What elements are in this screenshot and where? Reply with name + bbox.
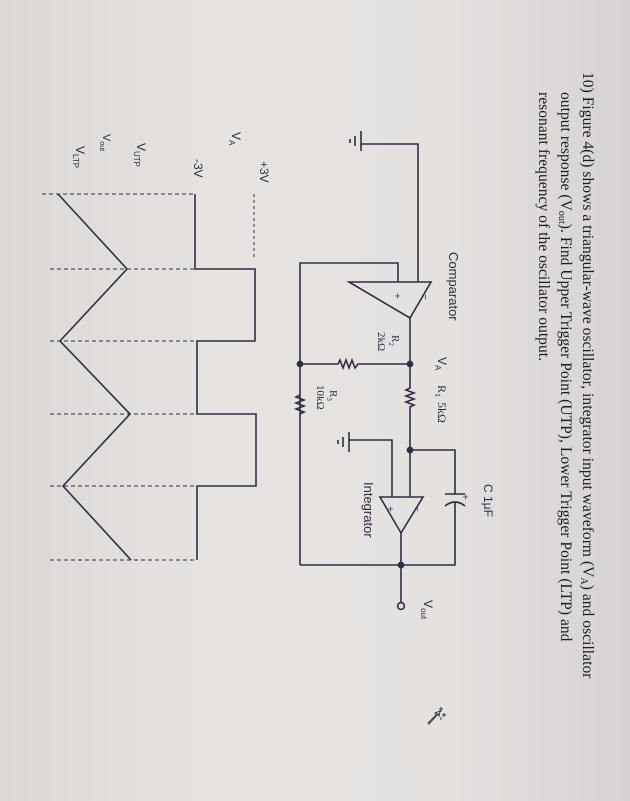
va-node-label: VA <box>433 357 449 371</box>
r2-value: 2kΩ <box>375 332 387 351</box>
r3-label: R3 <box>325 390 339 401</box>
r1-label: R15kΩ <box>433 385 449 423</box>
node-output <box>397 561 405 569</box>
comparator-plus: + <box>391 293 402 299</box>
integrator-minus: − <box>411 506 422 512</box>
resistor-r3 <box>293 394 307 415</box>
node-left <box>296 360 304 368</box>
integrator-label: Integrator <box>361 482 376 538</box>
integrator-opamp <box>378 496 425 603</box>
neg-level-label: -3V <box>191 159 205 178</box>
vout-terminal <box>396 601 406 611</box>
capacitor-label: C 1μF <box>481 484 495 517</box>
va-wave-label: VA <box>227 132 243 146</box>
comparator-label: Comparator <box>446 252 461 321</box>
r2-label: R2 <box>387 335 401 346</box>
resistor-r2 <box>300 357 410 371</box>
move-cursor-icon <box>427 707 446 725</box>
capacitor-plus: + <box>459 494 470 500</box>
vout-wave-label: Vout <box>98 134 112 151</box>
ground-icon-integrator <box>337 432 393 497</box>
comparator-minus: − <box>419 294 430 300</box>
capacitor-c <box>300 493 466 566</box>
ltp-label: VLTP <box>71 146 87 168</box>
va-square-wave <box>42 193 257 561</box>
r3-value: 10kΩ <box>314 385 326 410</box>
vout-terminal-label: Vout <box>419 600 435 620</box>
resistor-r1 <box>403 372 417 450</box>
vout-triangle-wave <box>57 193 132 561</box>
ground-icon-comparator <box>349 131 419 282</box>
pos-level-label: +3V <box>257 161 271 183</box>
integrator-plus: + <box>384 506 395 512</box>
utp-label: VUTP <box>132 143 148 167</box>
